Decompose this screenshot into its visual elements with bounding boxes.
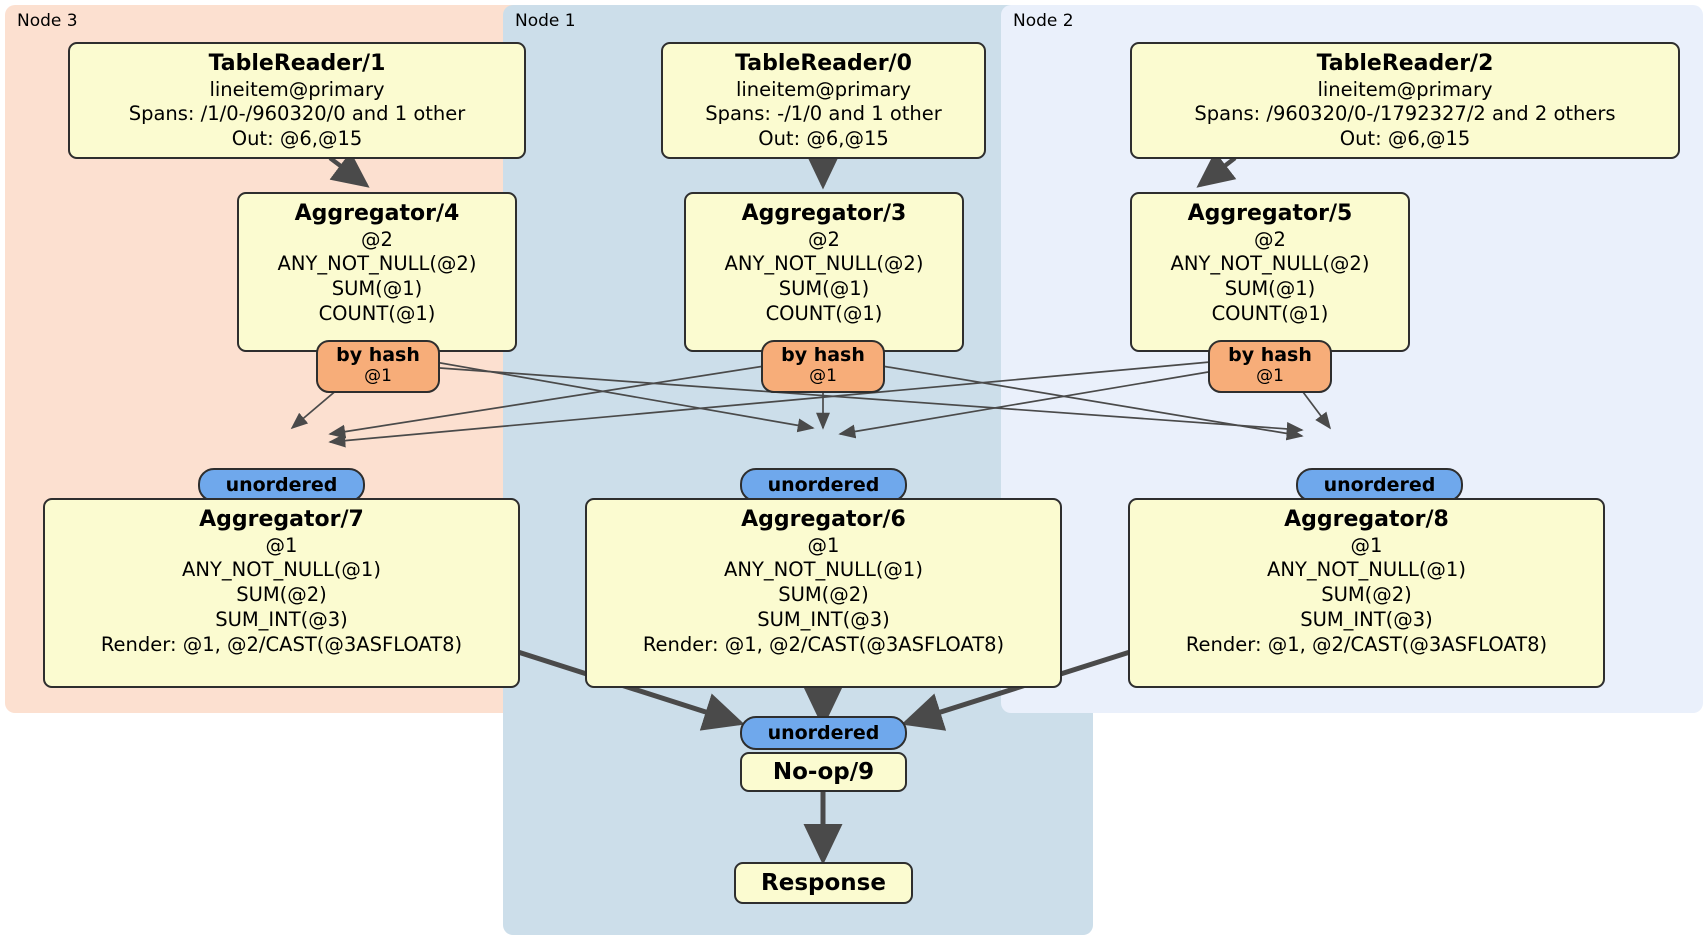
processor-detail-line: SUM_INT(@3) bbox=[215, 607, 348, 631]
processor-detail-line: ANY_NOT_NULL(@1) bbox=[182, 558, 381, 582]
processor-aggregator-4[interactable]: Aggregator/4 @2 ANY_NOT_NULL(@2) SUM(@1)… bbox=[237, 192, 517, 352]
processor-detail-line: Out: @6,@15 bbox=[1339, 127, 1471, 151]
processor-no-op-9[interactable]: No-op/9 bbox=[740, 752, 907, 792]
processor-detail-line: ANY_NOT_NULL(@2) bbox=[724, 252, 924, 276]
processor-detail-line: Render: @1, @2/CAST(@3ASFLOAT8) bbox=[100, 632, 463, 656]
processor-detail-line: @1 bbox=[265, 533, 298, 557]
processor-title: Aggregator/3 bbox=[741, 201, 907, 226]
router-by-hash-left[interactable]: by hash @1 bbox=[316, 340, 440, 393]
processor-detail-line: SUM(@2) bbox=[1321, 583, 1412, 607]
processor-detail-line: ANY_NOT_NULL(@1) bbox=[724, 558, 923, 582]
processor-response[interactable]: Response bbox=[734, 862, 913, 904]
processor-detail-line: COUNT(@1) bbox=[765, 301, 883, 325]
router-by-hash-right[interactable]: by hash @1 bbox=[1208, 340, 1332, 393]
processor-title: Aggregator/4 bbox=[294, 201, 460, 226]
processor-aggregator-8[interactable]: Aggregator/8 @1 ANY_NOT_NULL(@1) SUM(@2)… bbox=[1128, 498, 1605, 688]
processor-detail-line: @1 bbox=[807, 533, 840, 557]
processor-detail-line: lineitem@primary bbox=[209, 77, 385, 101]
processor-title: TableReader/0 bbox=[735, 51, 912, 76]
processor-detail-line: Spans: -/1/0 and 1 other bbox=[705, 102, 942, 126]
synchronizer-unordered-middle[interactable]: unordered bbox=[740, 468, 907, 502]
processor-detail-line: COUNT(@1) bbox=[318, 301, 436, 325]
router-title: by hash bbox=[1228, 344, 1312, 366]
processor-detail-line: @2 bbox=[808, 227, 840, 251]
processor-detail-line: COUNT(@1) bbox=[1211, 301, 1329, 325]
processor-detail-line: lineitem@primary bbox=[735, 77, 912, 101]
router-title: by hash bbox=[781, 344, 865, 366]
processor-detail-line: ANY_NOT_NULL(@2) bbox=[277, 252, 477, 276]
processor-detail-line: @2 bbox=[361, 227, 393, 251]
processor-detail-line: Spans: /960320/0-/1792327/2 and 2 others bbox=[1194, 102, 1616, 126]
router-column: @1 bbox=[364, 366, 392, 387]
processor-detail-line: lineitem@primary bbox=[1317, 77, 1493, 101]
processor-detail-line: SUM_INT(@3) bbox=[757, 607, 890, 631]
processor-aggregator-5[interactable]: Aggregator/5 @2 ANY_NOT_NULL(@2) SUM(@1)… bbox=[1130, 192, 1410, 352]
synchronizer-unordered-final[interactable]: unordered bbox=[740, 716, 907, 750]
node-group-label-node2: Node 2 bbox=[1013, 11, 1074, 31]
processor-table-reader-2[interactable]: TableReader/2 lineitem@primary Spans: /9… bbox=[1130, 42, 1680, 159]
processor-detail-line: Render: @1, @2/CAST(@3ASFLOAT8) bbox=[642, 632, 1005, 656]
router-column: @1 bbox=[1256, 366, 1284, 387]
processor-detail-line: SUM(@1) bbox=[778, 277, 870, 301]
processor-detail-line: Render: @1, @2/CAST(@3ASFLOAT8) bbox=[1185, 632, 1548, 656]
router-column: @1 bbox=[809, 366, 837, 387]
processor-detail-line: @1 bbox=[1350, 533, 1383, 557]
processor-title: Aggregator/6 bbox=[741, 507, 906, 532]
processor-detail-line: SUM_INT(@3) bbox=[1300, 607, 1433, 631]
processor-title: TableReader/1 bbox=[208, 51, 386, 76]
processor-aggregator-3[interactable]: Aggregator/3 @2 ANY_NOT_NULL(@2) SUM(@1)… bbox=[684, 192, 964, 352]
node-group-label-node3: Node 3 bbox=[17, 11, 78, 31]
node-group-label-node1: Node 1 bbox=[515, 11, 576, 31]
processor-detail-line: SUM(@1) bbox=[1224, 277, 1316, 301]
processor-detail-line: Spans: /1/0-/960320/0 and 1 other bbox=[128, 102, 466, 126]
processor-table-reader-1[interactable]: TableReader/1 lineitem@primary Spans: /1… bbox=[68, 42, 526, 159]
router-by-hash-middle[interactable]: by hash @1 bbox=[761, 340, 885, 393]
router-title: by hash bbox=[336, 344, 420, 366]
processor-detail-line: ANY_NOT_NULL(@2) bbox=[1170, 252, 1370, 276]
processor-detail-line: @2 bbox=[1254, 227, 1286, 251]
processor-detail-line: ANY_NOT_NULL(@1) bbox=[1267, 558, 1466, 582]
processor-title: TableReader/2 bbox=[1316, 51, 1494, 76]
processor-title: Aggregator/8 bbox=[1284, 507, 1449, 532]
synchronizer-unordered-left[interactable]: unordered bbox=[198, 468, 365, 502]
synchronizer-unordered-right[interactable]: unordered bbox=[1296, 468, 1463, 502]
processor-aggregator-6[interactable]: Aggregator/6 @1 ANY_NOT_NULL(@1) SUM(@2)… bbox=[585, 498, 1062, 688]
processor-detail-line: SUM(@2) bbox=[778, 583, 869, 607]
processor-title: Aggregator/5 bbox=[1187, 201, 1353, 226]
processor-detail-line: SUM(@1) bbox=[331, 277, 423, 301]
processor-title: Aggregator/7 bbox=[199, 507, 364, 532]
processor-detail-line: Out: @6,@15 bbox=[231, 127, 363, 151]
processor-table-reader-0[interactable]: TableReader/0 lineitem@primary Spans: -/… bbox=[661, 42, 986, 159]
processor-detail-line: Out: @6,@15 bbox=[758, 127, 889, 151]
processor-aggregator-7[interactable]: Aggregator/7 @1 ANY_NOT_NULL(@1) SUM(@2)… bbox=[43, 498, 520, 688]
processor-detail-line: SUM(@2) bbox=[236, 583, 327, 607]
